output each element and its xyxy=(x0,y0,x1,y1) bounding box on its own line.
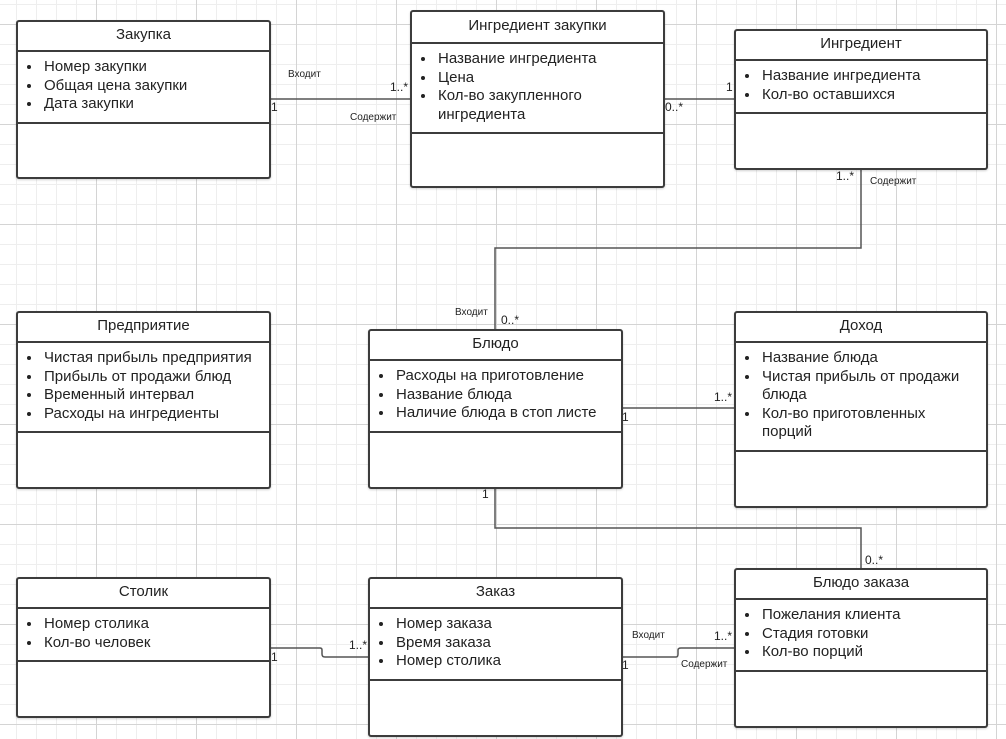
attributes-compartment: Название блюда Чистая прибыль от продажи… xyxy=(736,343,986,452)
multiplicity-label: 1 xyxy=(622,410,629,424)
attribute: Цена xyxy=(436,69,655,88)
attributes-compartment: Номер закупки Общая цена закупки Дата за… xyxy=(18,52,269,124)
attribute: Пожелания клиента xyxy=(760,606,978,625)
attributes-compartment: Чистая прибыль предприятия Прибыль от пр… xyxy=(18,343,269,433)
attribute: Расходы на приготовление xyxy=(394,367,613,386)
operations-compartment xyxy=(18,662,269,716)
attribute: Кол-во приготовленных порций xyxy=(760,405,978,442)
class-predpriyatie[interactable]: Предприятие Чистая прибыль предприятия П… xyxy=(16,311,271,489)
role-label: Содержит xyxy=(870,176,917,187)
class-blyudo[interactable]: Блюдо Расходы на приготовление Название … xyxy=(368,329,623,489)
class-ingredient[interactable]: Ингредиент Название ингредиента Кол-во о… xyxy=(734,29,988,170)
role-label: Входит xyxy=(632,630,665,641)
multiplicity-label: 1 xyxy=(271,650,278,664)
attributes-compartment: Расходы на приготовление Название блюда … xyxy=(370,361,621,433)
multiplicity-label: 1..* xyxy=(714,390,733,404)
class-title: Столик xyxy=(18,579,269,609)
operations-compartment xyxy=(412,134,663,186)
multiplicity-label: 1..* xyxy=(714,629,733,643)
class-dokhod[interactable]: Доход Название блюда Чистая прибыль от п… xyxy=(734,311,988,508)
role-label: Содержит xyxy=(681,659,728,670)
attribute: Номер заказа xyxy=(394,615,613,634)
operations-compartment xyxy=(736,452,986,507)
role-label: Входит xyxy=(288,69,321,80)
multiplicity-label: 0..* xyxy=(665,100,684,114)
attributes-compartment: Номер заказа Время заказа Номер столика xyxy=(370,609,621,681)
attribute: Кол-во человек xyxy=(42,634,261,653)
attribute: Кол-во порций xyxy=(760,643,978,662)
class-title: Заказ xyxy=(370,579,621,609)
attribute: Чистая прибыль от продажи блюда xyxy=(760,368,978,405)
multiplicity-label: 1..* xyxy=(349,638,368,652)
link-zakaz-blyudo-zakaza xyxy=(622,647,734,658)
attribute: Прибыль от продажи блюд xyxy=(42,368,261,387)
attribute: Название ингредиента xyxy=(436,50,655,69)
operations-compartment xyxy=(736,114,986,168)
attribute: Расходы на ингредиенты xyxy=(42,405,261,424)
link-blyudo-blyudo-zakaza xyxy=(494,488,862,569)
role-label: Входит xyxy=(455,307,488,318)
class-blyudo-zakaza[interactable]: Блюдо заказа Пожелания клиента Стадия го… xyxy=(734,568,988,728)
multiplicity-label: 1 xyxy=(271,100,278,114)
attribute: Название ингредиента xyxy=(760,67,978,86)
class-title: Ингредиент xyxy=(736,31,986,61)
multiplicity-label: 1 xyxy=(622,658,629,672)
multiplicity-label: 1..* xyxy=(390,80,409,94)
multiplicity-label: 1..* xyxy=(836,169,855,183)
operations-compartment xyxy=(18,433,269,487)
attribute: Название блюда xyxy=(394,386,613,405)
attribute: Время заказа xyxy=(394,634,613,653)
operations-compartment xyxy=(18,124,269,178)
attribute: Наличие блюда в стоп листе xyxy=(394,404,613,423)
multiplicity-label: 1 xyxy=(482,487,489,501)
operations-compartment xyxy=(370,433,621,488)
attributes-compartment: Название ингредиента Цена Кол-во закупле… xyxy=(412,44,663,134)
link-ingredient-blyudo xyxy=(494,168,862,330)
attributes-compartment: Пожелания клиента Стадия готовки Кол-во … xyxy=(736,600,986,672)
multiplicity-label: 1 xyxy=(726,80,733,94)
operations-compartment xyxy=(370,681,621,736)
class-ingredient-zakupki[interactable]: Ингредиент закупки Название ингредиента … xyxy=(410,10,665,188)
class-title: Доход xyxy=(736,313,986,343)
role-label: Содержит xyxy=(350,112,397,123)
attribute: Название блюда xyxy=(760,349,978,368)
class-stolik[interactable]: Столик Номер столика Кол-во человек xyxy=(16,577,271,718)
class-zakaz[interactable]: Заказ Номер заказа Время заказа Номер ст… xyxy=(368,577,623,737)
attribute: Чистая прибыль предприятия xyxy=(42,349,261,368)
attribute: Кол-во оставшихся xyxy=(760,86,978,105)
class-title: Закупка xyxy=(18,22,269,52)
attribute: Номер закупки xyxy=(42,58,261,77)
operations-compartment xyxy=(736,672,986,727)
link-stolik-zakaz xyxy=(270,647,369,658)
attribute: Временный интервал xyxy=(42,386,261,405)
attribute: Номер столика xyxy=(394,652,613,671)
attributes-compartment: Название ингредиента Кол-во оставшихся xyxy=(736,61,986,114)
multiplicity-label: 0..* xyxy=(865,553,884,567)
attribute: Общая цена закупки xyxy=(42,77,261,96)
class-title: Ингредиент закупки xyxy=(412,12,663,44)
attribute: Номер столика xyxy=(42,615,261,634)
class-zakupka[interactable]: Закупка Номер закупки Общая цена закупки… xyxy=(16,20,271,179)
class-title: Предприятие xyxy=(18,313,269,343)
attribute: Стадия готовки xyxy=(760,625,978,644)
multiplicity-label: 0..* xyxy=(501,313,520,327)
class-title: Блюдо заказа xyxy=(736,570,986,600)
attribute: Дата закупки xyxy=(42,95,261,114)
attributes-compartment: Номер столика Кол-во человек xyxy=(18,609,269,662)
class-title: Блюдо xyxy=(370,331,621,361)
attribute: Кол-во закупленного ингредиента xyxy=(436,87,655,124)
